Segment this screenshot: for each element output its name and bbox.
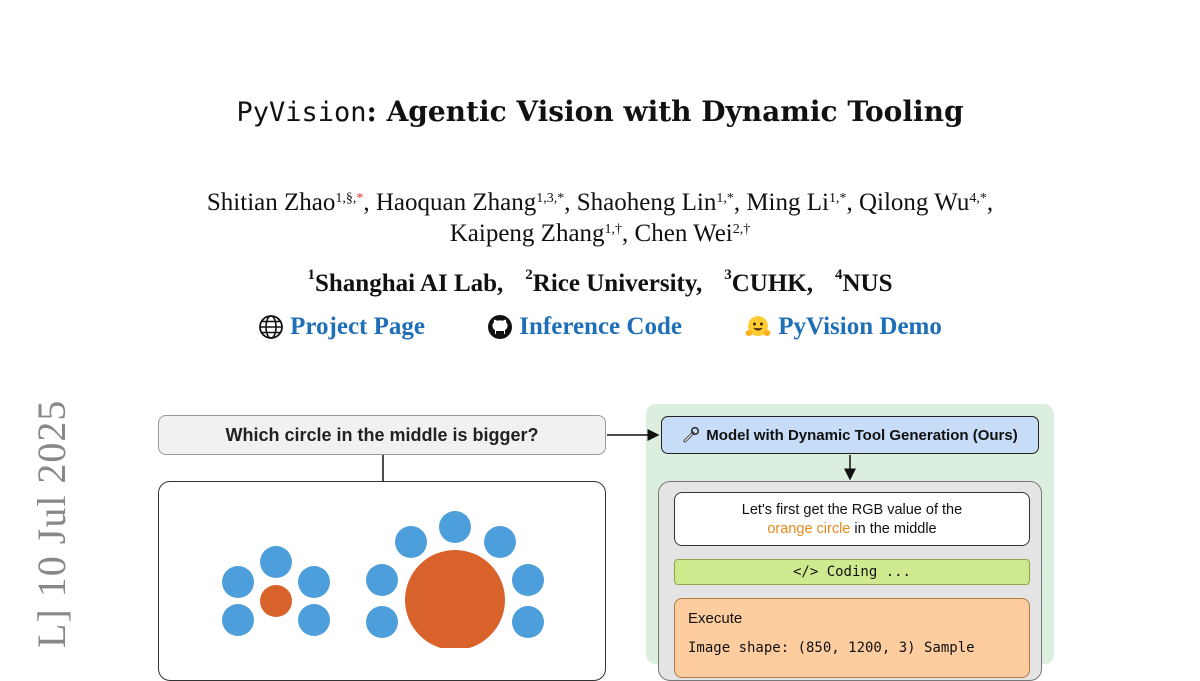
author-affil-sup: 1,† <box>604 222 623 237</box>
blue-circle <box>395 526 427 558</box>
model-message: Let's first get the RGB value of the ora… <box>674 492 1030 546</box>
globe-icon <box>259 315 284 339</box>
author-affil-sup: 1,§,* <box>335 191 364 206</box>
execute-label: Execute <box>688 610 743 627</box>
author-name: Kaipeng Zhang <box>449 220 605 247</box>
author-name: Shaoheng Lin <box>576 189 717 216</box>
left-circle-cluster <box>222 546 330 636</box>
blue-circle <box>512 606 544 638</box>
author-name: Shitian Zhao <box>206 189 336 216</box>
message-line-2: orange circle in the middle <box>767 521 937 537</box>
blue-circle <box>484 526 516 558</box>
wrench-icon <box>683 426 700 443</box>
blue-circle <box>512 564 544 596</box>
message-line-1: Let's first get the RGB value of the <box>741 502 963 518</box>
blue-circle <box>260 546 292 578</box>
author-name: Ming Li <box>746 189 829 216</box>
project-page-link[interactable]: Project Page <box>258 313 425 341</box>
message-highlight: orange circle <box>767 521 851 537</box>
affiliation: CUHK, <box>731 270 813 297</box>
paper-title: PyVision: Agentic Vision with Dynamic To… <box>0 95 1200 128</box>
author-affil-sup: 2,† <box>732 222 751 237</box>
author-affil-sup: 1,* <box>828 191 847 206</box>
github-icon <box>488 315 513 339</box>
question-box: Which circle in the middle is bigger? <box>158 415 606 455</box>
author-name: Haoquan Zhang <box>375 189 537 216</box>
blue-circle <box>298 566 330 598</box>
blue-circle <box>222 566 254 598</box>
equal-contrib-mark: * <box>356 191 364 206</box>
author-affil-sup: 1,* <box>716 191 734 206</box>
author-list-line-2: Kaipeng Zhang1,†, Chen Wei2,† <box>449 220 751 247</box>
blue-circle <box>366 606 398 638</box>
coding-status-bar: </> Coding ... <box>674 559 1030 585</box>
model-box: Model with Dynamic Tool Generation (Ours… <box>661 416 1039 454</box>
blue-circle <box>366 564 398 596</box>
blue-circle <box>298 604 330 636</box>
author-name: Chen Wei <box>634 220 733 247</box>
title-text: : Agentic Vision with Dynamic Tooling <box>366 95 964 128</box>
author-list-line-1: Shitian Zhao1,§,*, Haoquan Zhang1,3,*, S… <box>206 189 994 216</box>
figure-graphics <box>222 429 856 648</box>
author-affil-sup: 1,3,* <box>536 191 565 206</box>
huggingface-icon <box>745 316 771 336</box>
resource-links: Project Page Inference Code PyVision Dem… <box>0 313 1200 347</box>
author-name: Qilong Wu <box>858 189 970 216</box>
blue-circle <box>439 511 471 543</box>
model-label: Model with Dynamic Tool Generation (Ours… <box>706 426 1018 444</box>
affiliation: NUS <box>842 270 893 297</box>
blue-circle <box>222 604 254 636</box>
pyvision-demo-link[interactable]: PyVision Demo <box>744 313 942 341</box>
affiliation: Shanghai AI Lab, <box>315 270 504 297</box>
center-circle-small <box>260 585 292 617</box>
affiliation: Rice University, <box>532 270 703 297</box>
right-circle-cluster <box>366 511 544 648</box>
affiliations: 1Shanghai AI Lab,2Rice University,3CUHK,… <box>307 267 893 297</box>
title-system-name: PyVision <box>236 97 367 128</box>
author-affil-sup: 4,* <box>969 191 987 206</box>
inference-code-link[interactable]: Inference Code <box>487 313 682 341</box>
center-circle-large <box>405 550 505 648</box>
